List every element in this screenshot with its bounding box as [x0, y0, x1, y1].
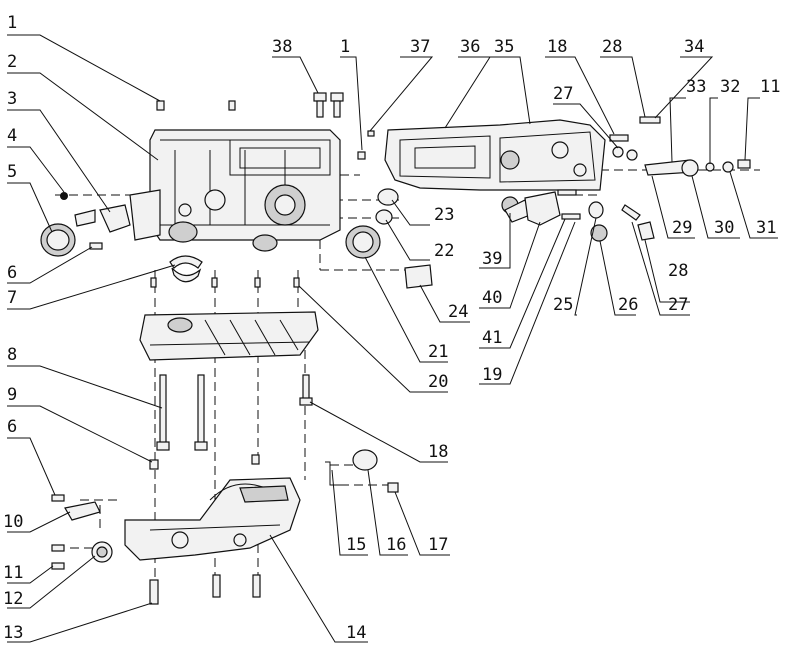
bushings	[345, 188, 433, 289]
callout-6b: 6	[7, 417, 17, 437]
callout-11b: 11	[760, 77, 780, 97]
callout-36: 36	[460, 37, 480, 57]
callout-16: 16	[386, 535, 406, 555]
callout-1b: 1	[340, 37, 350, 57]
callout-18: 18	[547, 37, 567, 57]
top-bolts	[313, 92, 375, 160]
callout-37: 37	[410, 37, 430, 57]
callout-17: 17	[428, 535, 448, 555]
right-fittings	[609, 116, 751, 241]
callout-25: 25	[553, 295, 573, 315]
dowel-pins-upper	[150, 277, 300, 288]
callout-12: 12	[3, 589, 23, 609]
callout-30: 30	[714, 218, 734, 238]
callout-38: 38	[272, 37, 292, 57]
callout-26: 26	[618, 295, 638, 315]
fittings-15-17	[325, 449, 399, 493]
callout-32: 32	[720, 77, 740, 97]
callout-31: 31	[756, 218, 776, 238]
callout-3: 3	[7, 89, 17, 109]
callout-14: 14	[346, 623, 366, 643]
callout-22: 22	[434, 241, 454, 261]
bearing-shell	[169, 255, 203, 283]
thermostat-group	[501, 189, 608, 242]
callout-19: 19	[482, 365, 502, 385]
callout-35: 35	[494, 37, 514, 57]
callout-40: 40	[482, 288, 502, 308]
callout-10: 10	[3, 512, 23, 532]
callout-6: 6	[7, 263, 17, 283]
callout-13: 13	[3, 623, 23, 643]
left-seals	[40, 192, 103, 257]
callout-7: 7	[7, 288, 17, 308]
intake-manifold	[139, 311, 319, 361]
callout-27: 27	[553, 84, 573, 104]
callout-24: 24	[448, 302, 468, 322]
callout-15: 15	[346, 535, 366, 555]
callout-18b: 18	[428, 442, 448, 462]
callout-11: 11	[3, 563, 23, 583]
callout-28: 28	[602, 37, 622, 57]
callout-39: 39	[482, 249, 502, 269]
callout-2: 2	[7, 52, 17, 72]
callout-33: 33	[686, 77, 706, 97]
callout-21: 21	[428, 342, 448, 362]
callout-9: 9	[7, 385, 17, 405]
callout-labels: 1 2 3 4 5 6 7 8 9 6 10 11 12 13 38 1 37 …	[3, 13, 780, 643]
callout-5: 5	[7, 162, 17, 182]
callout-8: 8	[7, 345, 17, 365]
callout-4: 4	[7, 126, 17, 146]
upper-housing	[99, 100, 341, 252]
callout-29: 29	[672, 218, 692, 238]
callout-23: 23	[434, 205, 454, 225]
long-bolts	[149, 374, 313, 470]
callout-34: 34	[684, 37, 704, 57]
callout-41: 41	[482, 328, 502, 348]
cover-plate	[384, 119, 606, 191]
leader-lines	[7, 34, 778, 643]
callout-1: 1	[7, 13, 17, 33]
callout-27b: 27	[668, 295, 688, 315]
lower-bracket	[51, 477, 301, 605]
callout-28b: 28	[668, 261, 688, 281]
callout-20: 20	[428, 372, 448, 392]
